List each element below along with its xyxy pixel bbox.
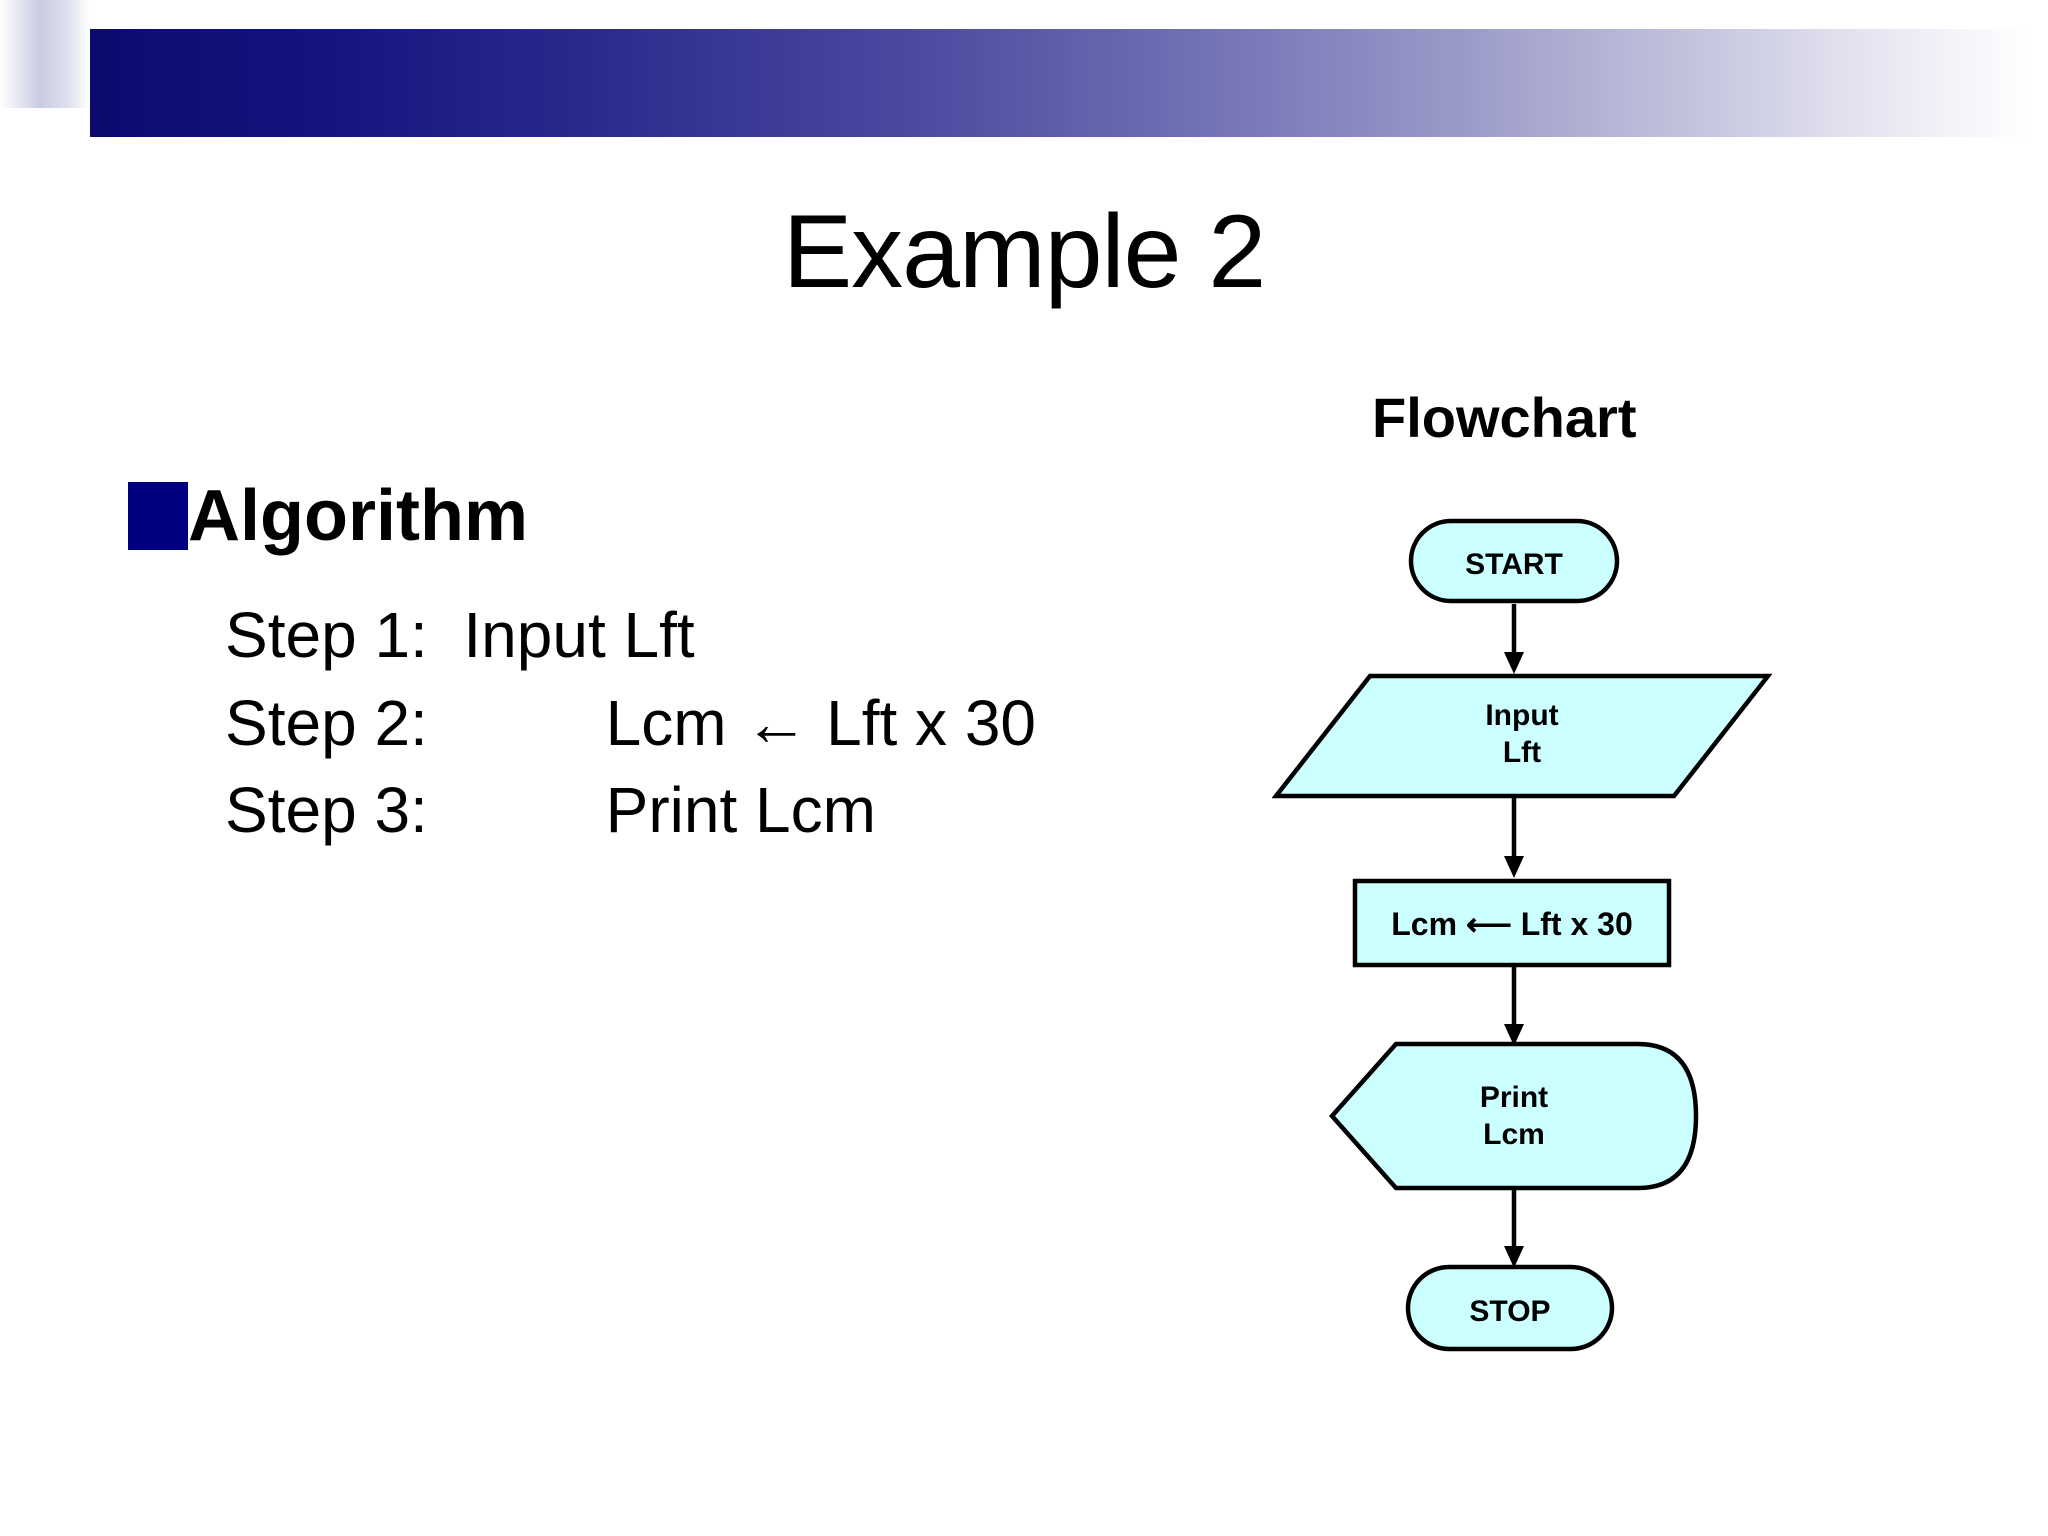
- flowchart-node-print: Print Lcm: [1328, 1040, 1700, 1192]
- square-bullet-icon: [128, 482, 188, 550]
- algorithm-heading: Algorithm: [188, 476, 528, 556]
- flowchart-node-start: START: [1408, 518, 1620, 604]
- arrow-down-icon: [1504, 604, 1524, 674]
- flowchart-connector-input-to-process: [1498, 796, 1530, 880]
- flowchart-connector-start-to-input: [1498, 604, 1530, 676]
- algorithm-step-3: Step 3: Print Lcm: [225, 774, 876, 847]
- flowchart-node-process: Lcm ⟵ Lft x 30: [1352, 878, 1672, 968]
- process-rectangle-shape: [1352, 878, 1672, 968]
- input-output-parallelogram-shape: [1272, 673, 1772, 799]
- terminator-shape-start: [1408, 518, 1620, 604]
- terminator-shape-stop: [1405, 1264, 1615, 1352]
- algorithm-steps-list: Step 1: Input Lft Step 2: Lcm ← Lft x 30…: [225, 592, 1345, 855]
- page-title: Example 2: [782, 194, 1266, 310]
- display-shape: [1328, 1041, 1699, 1191]
- algorithm-step-2: Step 2: Lcm ← Lft x 30: [225, 686, 1036, 759]
- algorithm-step-1: Step 1: Input Lft: [225, 599, 695, 671]
- header-gradient-bar: [90, 29, 2048, 137]
- algorithm-heading-row: Algorithm: [128, 480, 528, 552]
- arrow-down-icon: [1504, 796, 1524, 878]
- arrow-down-icon: [1504, 966, 1524, 1046]
- arrow-down-icon: [1504, 1190, 1524, 1268]
- header-left-gradient-block: [0, 0, 90, 108]
- flowchart-node-input: Input Lft: [1272, 672, 1772, 800]
- flowchart-connector-print-to-stop: [1498, 1190, 1530, 1270]
- flowchart-node-stop: STOP: [1405, 1264, 1615, 1352]
- flowchart-connector-process-to-print: [1498, 966, 1530, 1048]
- flowchart-caption: Flowchart: [1372, 386, 1637, 449]
- flowchart-diagram: START Input Lft: [1250, 500, 1850, 1400]
